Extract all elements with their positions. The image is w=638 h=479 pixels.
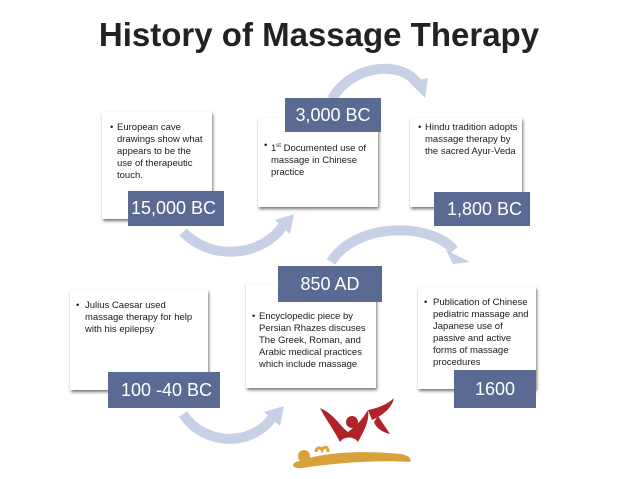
milestone-date-label: 3,000 BC <box>285 98 381 132</box>
bullet-marker: • <box>76 300 80 311</box>
arrowhead-850-to-1600 <box>446 250 470 264</box>
arrow-850-to-1600 <box>326 225 458 265</box>
milestone-date-label: 850 AD <box>278 266 382 302</box>
arrowhead-10040-to-850 <box>264 406 284 426</box>
milestone-date-label: 100 -40 BC <box>108 372 220 408</box>
arrow-15000-to-3000 <box>179 222 288 257</box>
bullet-marker: • <box>418 122 422 133</box>
milestone-text: Publication of Chinese pediatric massage… <box>433 297 529 368</box>
arrow-10040-to-850 <box>178 410 277 444</box>
page-title: History of Massage Therapy <box>98 16 540 53</box>
milestone-text: Julius Caesar used massage therapy for h… <box>85 300 193 335</box>
milestone-date-label: 1,800 BC <box>434 192 530 226</box>
bullet-marker: • <box>110 122 114 133</box>
milestone-date-label: 15,000 BC <box>128 191 224 226</box>
milestone-text: 1st Documented use of massage in Chinese… <box>271 143 366 179</box>
bullet-marker: • <box>252 311 256 322</box>
milestone-date-label: 1600 <box>454 370 536 408</box>
milestone-text: European cave drawings show what appears… <box>117 122 203 181</box>
bullet-marker: • <box>264 140 268 151</box>
milestone-text: Hindu tradition adopts massage therapy b… <box>425 122 518 157</box>
massage-logo-icon <box>293 398 411 469</box>
milestone-text: Encyclopedic piece by Persian Rhazes dis… <box>259 311 366 370</box>
milestone-card-15000bc: • European cave drawings show what appea… <box>102 112 212 219</box>
milestone-card-3000bc: • 1st Documented use of massage in Chine… <box>258 118 378 207</box>
arrowhead-15000-to-3000 <box>275 214 294 234</box>
arrow-3000-to-1800 <box>327 63 423 102</box>
arrowhead-3000-to-1800 <box>409 78 428 98</box>
bullet-marker: • <box>424 297 428 308</box>
